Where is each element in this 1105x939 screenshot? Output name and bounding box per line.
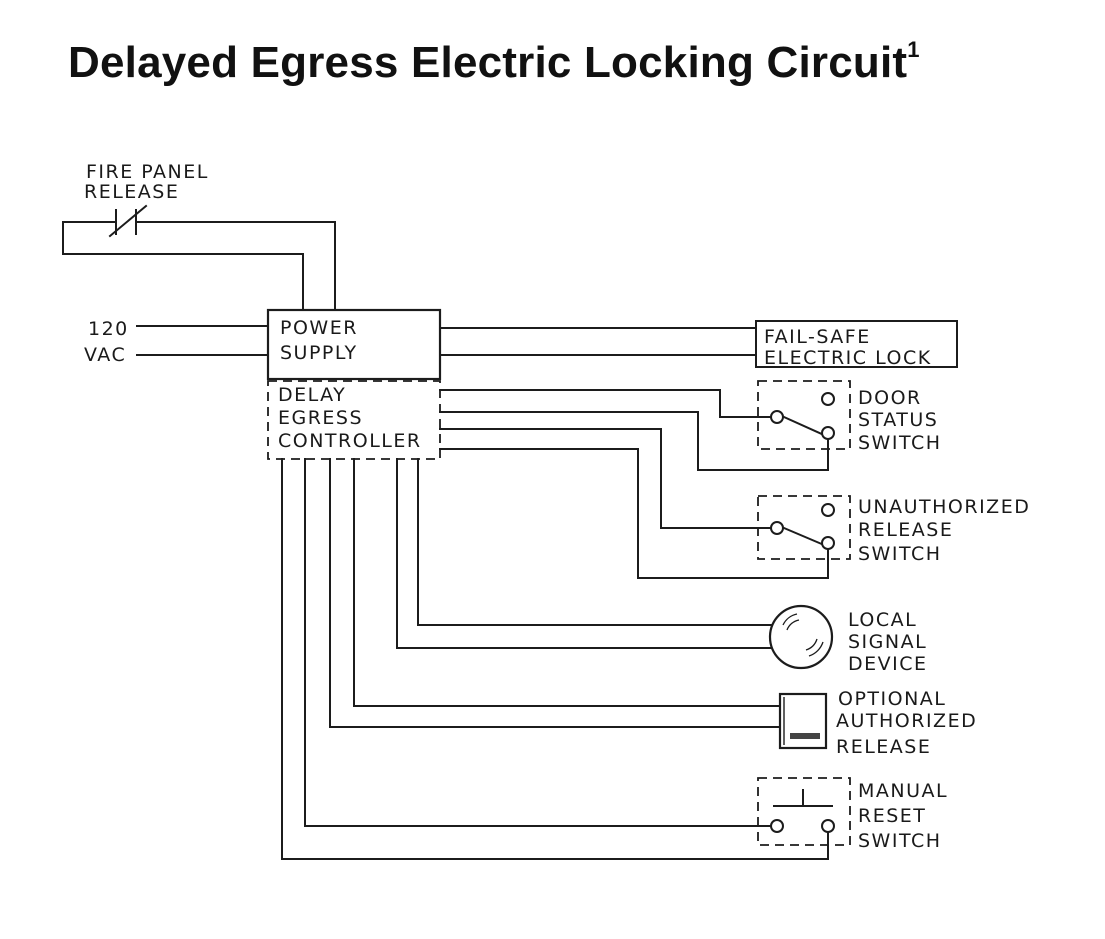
controller-label-line2: EGRESS [278,407,363,429]
signal-label-line1: LOCAL [848,609,917,631]
local-signal-device: LOCAL SIGNAL DEVICE [396,458,928,675]
power-input-label-line1: 120 [88,318,129,340]
door-status-switch: DOOR STATUS SWITCH [439,380,942,471]
power-supply-label-line1: POWER [280,317,358,339]
controller-label-line3: CONTROLLER [278,430,422,452]
auth-release-wire-1 [353,458,781,707]
reset-label-line3: SWITCH [858,830,942,852]
unauth-switch-label-line2: RELEASE [858,519,953,541]
push-button-icon [770,789,835,833]
power-supply-label-line2: SUPPLY [280,342,358,364]
reset-label-line2: RESET [858,805,926,827]
auth-release-label-line3: RELEASE [836,736,931,758]
unauth-switch-label-line1: UNAUTHORIZED [858,496,1030,518]
controller-label-line1: DELAY [278,384,346,406]
fail-safe-electric-lock: FAIL-SAFE ELECTRIC LOCK [439,320,958,369]
manual-reset-switch: MANUAL RESET SWITCH [281,458,948,860]
keypad-reader-icon [778,692,828,750]
title-text: Delayed Egress Electric Locking Circuit [68,38,908,87]
reset-wire-2 [281,458,829,860]
normally-closed-contact-icon [108,204,148,238]
fire-panel-label-line1: FIRE PANEL [86,161,209,183]
bell-icon [768,604,834,670]
signal-label-line2: SIGNAL [848,631,927,653]
unauth-switch-wire-2 [439,448,829,579]
door-switch-wire-2 [439,411,829,471]
delay-egress-controller-box: DELAY EGRESS CONTROLLER [267,380,441,460]
page-title: Delayed Egress Electric Locking Circuit1 [68,37,920,88]
unauth-switch-wire-1 [439,428,771,529]
unauth-switch-label-line3: SWITCH [858,543,942,565]
auth-release-wire-2 [329,458,781,728]
reset-label-line1: MANUAL [858,780,948,802]
signal-wire-1 [417,458,773,626]
spdt-switch-icon [770,503,835,550]
signal-wire-2 [396,458,773,649]
fire-panel-label-line2: RELEASE [84,181,179,203]
door-switch-label-line3: SWITCH [858,432,942,454]
door-switch-label-line1: DOOR [858,387,922,409]
optional-authorized-release: OPTIONAL AUTHORIZED RELEASE [329,458,977,758]
door-switch-wire-1 [439,389,771,418]
ac-power-input: 120 VAC [84,318,269,366]
signal-label-line3: DEVICE [848,653,928,675]
lock-label-line1: FAIL-SAFE [764,326,871,348]
auth-release-label-line1: OPTIONAL [838,688,946,710]
spdt-switch-icon [770,392,835,440]
reset-wire-1 [304,458,771,827]
power-input-label-line2: VAC [84,344,126,366]
power-supply-box: POWER SUPPLY [266,308,442,381]
unauthorized-release-switch: UNAUTHORIZED RELEASE SWITCH [439,428,1030,579]
lock-label-line2: ELECTRIC LOCK [764,347,932,369]
title-footnote-marker: 1 [907,37,920,63]
fire-panel-release-circuit: FIRE PANEL RELEASE [62,161,336,311]
fire-panel-wire-bottom [62,221,304,311]
auth-release-label-line2: AUTHORIZED [836,710,977,732]
fire-panel-wire-top [62,221,336,311]
door-switch-label-line2: STATUS [858,409,938,431]
